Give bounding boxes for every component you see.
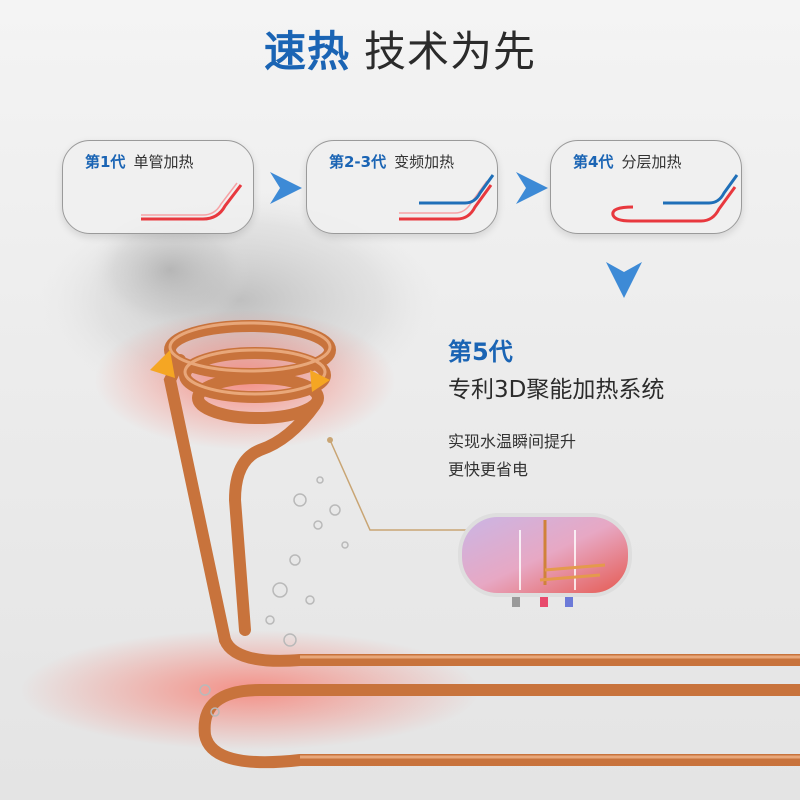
gen5-title: 专利3D聚能加热系统 xyxy=(448,377,665,403)
dual-pipe-icon xyxy=(399,174,495,221)
generation-label: 第4代 xyxy=(573,153,614,171)
arrow-right-icon xyxy=(270,172,302,204)
gen5-label: 第5代 xyxy=(448,338,513,366)
generation-label: 第1代 xyxy=(85,153,126,171)
water-splash-2 xyxy=(90,210,250,330)
arrow-right-icon xyxy=(516,172,548,204)
generation-desc: 单管加热 xyxy=(133,153,194,171)
single-pipe-icon xyxy=(141,182,243,221)
title-rest: 技术为先 xyxy=(364,27,537,76)
gen5-feature-1: 实现水温瞬间提升 xyxy=(448,432,577,451)
layered-pipe-icon xyxy=(611,174,739,223)
generation-desc: 分层加热 xyxy=(621,153,682,171)
rotation-arrow-left xyxy=(150,350,175,378)
rotation-arrow-right xyxy=(310,370,330,392)
generation-label: 第2-3代 xyxy=(329,153,387,171)
generation-card-3: 第4代分层加热 xyxy=(550,140,742,234)
water-heater-tank xyxy=(458,513,632,607)
copper-coil xyxy=(163,320,800,769)
title-accent: 速热 xyxy=(263,27,350,76)
generation-card-1: 第1代单管加热 xyxy=(62,140,254,234)
generation-card-2: 第2-3代变频加热 xyxy=(306,140,498,234)
gen5-feature-2: 更快更省电 xyxy=(448,460,529,479)
page-title: 速热技术为先 xyxy=(0,18,800,79)
water-bubbles xyxy=(199,476,349,717)
leader-line xyxy=(329,439,470,531)
arrow-down-icon xyxy=(606,262,642,298)
generation-desc: 变频加热 xyxy=(394,153,455,171)
